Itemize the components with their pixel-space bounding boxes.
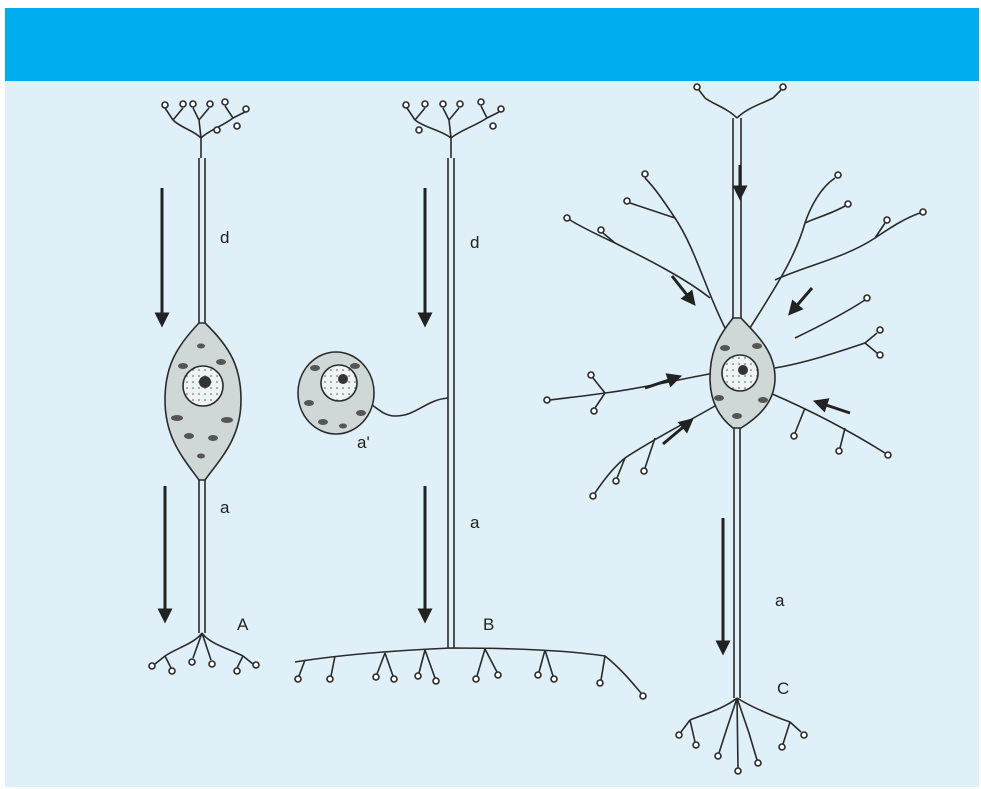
neuron-a-dendrites: [162, 99, 249, 158]
neuron-a-axon-label: a: [220, 498, 230, 517]
neuron-a-axon: [199, 480, 205, 633]
neuron-c-label: C: [777, 679, 789, 698]
neuron-a-dendrite-label: d: [220, 228, 229, 247]
arrow-inward-icon: [672, 276, 691, 300]
neuron-a-dendrite-shaft: [199, 158, 205, 323]
neuron-b: [295, 99, 646, 699]
neuron-c-axon-label: a: [775, 591, 785, 610]
neuron-c: [544, 84, 926, 774]
neuron-b-label: B: [483, 615, 494, 634]
neuron-c-axon: [734, 428, 740, 698]
arrow-inward-icon: [645, 378, 675, 388]
neuron-b-dendrite-label: d: [470, 233, 479, 252]
arrow-inward-icon: [793, 288, 812, 310]
neuron-b-shaft: [448, 158, 454, 648]
neuron-c-dendrites: [544, 84, 926, 499]
neuron-b-terminals: [295, 648, 646, 699]
neuron-a-label: A: [237, 615, 249, 634]
neuron-c-nucleolus: [738, 365, 748, 375]
neuron-a-terminals: [149, 633, 259, 674]
neuron-b-nucleolus: [338, 374, 348, 384]
neuron-b-axon-branch-label: a': [357, 433, 370, 452]
neuron-a-nucleolus: [199, 376, 211, 388]
neuron-b-dendrites: [403, 99, 504, 158]
figure-frame: d a A: [5, 8, 979, 787]
neuron-c-terminals: [676, 698, 807, 774]
neuron-diagram: d a A: [5, 8, 979, 787]
neuron-b-nucleus: [321, 365, 357, 401]
arrow-inward-icon: [820, 403, 850, 413]
neuron-b-axon-label: a: [470, 513, 480, 532]
neuron-b-axon-branch: [365, 398, 448, 416]
